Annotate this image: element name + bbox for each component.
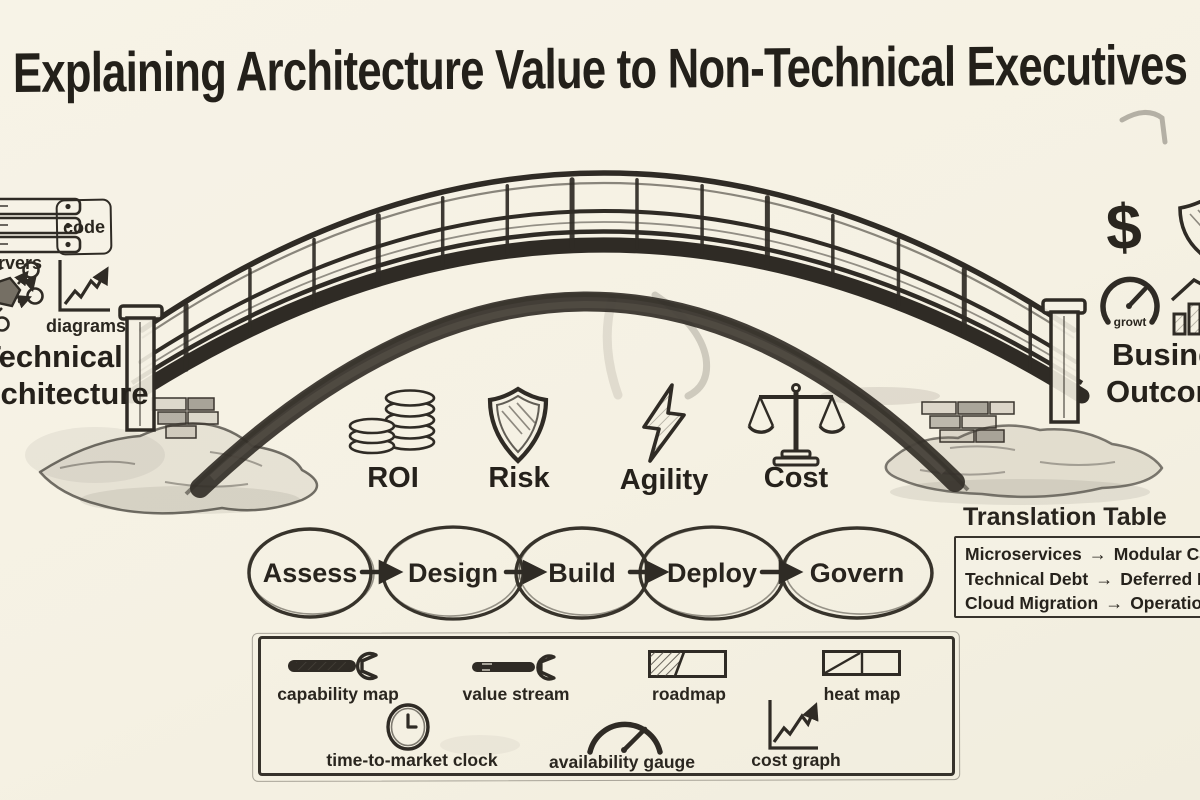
flow-step-build: Build (548, 558, 616, 588)
translation-from: Technical Debt (965, 568, 1089, 589)
servers-icon (0, 197, 82, 254)
roadmap-label: roadmap (652, 684, 726, 704)
cost-graph-label: cost graph (751, 750, 841, 770)
value-stream-wrench-icon (472, 654, 556, 681)
diagrams-label: diagrams (46, 316, 127, 336)
translation-from: Cloud Migration (965, 593, 1099, 613)
arrow-icon: → (1088, 544, 1107, 564)
flow-step-govern: Govern (809, 558, 905, 588)
business-outcomes-line1: Business (1112, 337, 1200, 372)
servers-label: servers (0, 253, 43, 273)
artifact-toolbox (258, 636, 955, 776)
cost-scale-icon (747, 383, 846, 467)
roadmap-bar-icon (648, 650, 727, 678)
translation-to: Deferred Main (1120, 568, 1200, 589)
translation-row: Cloud Migration → Operational F (965, 591, 1200, 616)
coin-stack-icon (348, 389, 436, 455)
growth-gauge-icon: growt (1100, 276, 1160, 329)
availability-gauge-icon (587, 721, 663, 755)
technical-architecture-label: Technical Architecture (0, 338, 149, 412)
risk-shield-icon (487, 386, 549, 464)
business-outcomes-label: Business Outcomes (1106, 336, 1200, 410)
roi-label: ROI (367, 462, 419, 494)
capability-map-label: capability map (277, 684, 399, 704)
shield-icon (1178, 199, 1200, 256)
arrow-icon: → (1095, 568, 1114, 589)
risk-label: Risk (488, 462, 550, 494)
cost-graph-icon (768, 700, 819, 750)
bar-chart-icon (1170, 277, 1200, 336)
time-to-market-label: time-to-market clock (326, 750, 498, 770)
growth-gauge-label: growt (1114, 315, 1147, 329)
technical-architecture-line2: Architecture (0, 376, 149, 411)
stone-masonry (151, 397, 1015, 443)
bridge-railing (138, 170, 1078, 372)
diagrams-chart-icon (58, 260, 110, 312)
agility-bolt-icon (642, 383, 686, 463)
value-stream-label: value stream (462, 684, 570, 704)
bridge-arch (184, 291, 970, 498)
translation-from: Microservices (965, 544, 1082, 564)
bridge-deck (124, 229, 1090, 404)
arrow-icon: → (1105, 593, 1124, 613)
bridge-pillars (118, 298, 1087, 432)
heat-map-label: heat map (823, 684, 901, 704)
translation-table-title: Translation Table (963, 503, 1167, 531)
network-diagram-icon (0, 260, 44, 332)
translation-to: Operational F (1130, 593, 1200, 613)
flow-step-design: Design (407, 558, 499, 588)
agility-label: Agility (619, 464, 709, 496)
translation-table: Microservices → Modular Capa Technical D… (954, 536, 1200, 618)
clock-icon (386, 703, 430, 751)
flow-step-deploy: Deploy (666, 558, 758, 588)
translation-to: Modular Capa (1113, 544, 1200, 564)
availability-gauge-label: availability gauge (549, 752, 695, 772)
technical-architecture-line1: Technical (0, 339, 123, 374)
translation-row: Microservices → Modular Capa (965, 542, 1200, 567)
flow-step-assess: Assess (262, 558, 358, 588)
translation-row: Technical Debt → Deferred Main (965, 567, 1200, 592)
business-outcomes-line2: Outcomes (1106, 374, 1200, 409)
cost-label: Cost (763, 462, 829, 494)
heat-map-rect-icon (822, 650, 901, 676)
capability-map-wrench-icon (288, 651, 378, 681)
